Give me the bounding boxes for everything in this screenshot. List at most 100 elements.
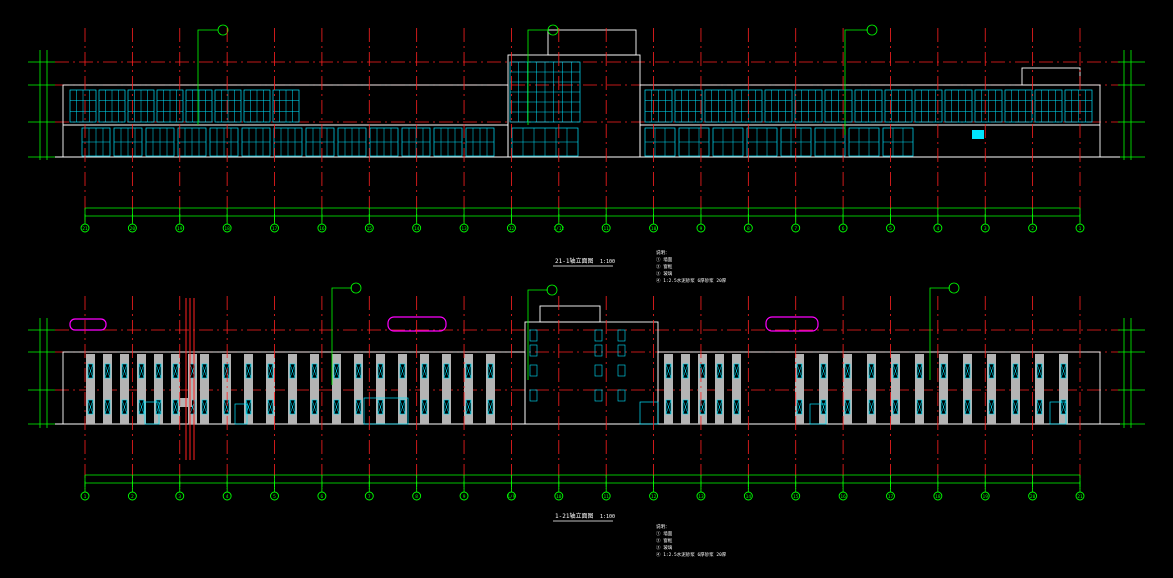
note-line: ① 墙面 xyxy=(656,530,673,537)
grid-axis-label: 14 xyxy=(746,494,752,500)
grid-axis-label: 12 xyxy=(509,226,515,232)
grid-axis-17: 17 xyxy=(270,28,279,233)
grid-axis-label: 16 xyxy=(840,494,846,500)
grid-axis-13: 13 xyxy=(459,28,469,233)
grid-axis-3: 3 xyxy=(980,28,990,233)
grid-axis-label: 20 xyxy=(1030,494,1036,500)
grid-axis-12: 12 xyxy=(506,28,516,233)
grid-axis-label: 8 xyxy=(747,226,750,232)
grid-axis-16: 16 xyxy=(838,296,848,501)
grid-axis-20: 20 xyxy=(127,28,137,233)
grid-axis-15: 15 xyxy=(364,28,374,233)
grid-axis-6: 6 xyxy=(317,296,327,501)
note-line: 说明： xyxy=(656,249,670,256)
grid-axis-label: 10 xyxy=(556,494,562,500)
grid-axis-14: 14 xyxy=(743,296,753,501)
grid-axis-label: 21 xyxy=(1077,494,1083,500)
grid-axis-1: 1 xyxy=(80,296,90,501)
grid-axis-label: 14 xyxy=(414,226,420,232)
notes-bottom: 说明：① 墙面② 窗框③ 玻璃④ 1:2.5水泥砂浆 6厚砂浆 20厚 xyxy=(656,523,727,558)
note-line: ① 墙面 xyxy=(656,256,673,263)
grid-axis-7: 7 xyxy=(791,28,801,233)
grid-axis-label: 8 xyxy=(415,494,418,500)
grid-axis-19: 19 xyxy=(175,28,185,233)
leaders-bottom xyxy=(331,282,960,385)
grid-axis-label: 12 xyxy=(651,494,657,500)
grid-axis-18: 18 xyxy=(933,296,943,501)
dimension-line-bottom xyxy=(85,474,1080,484)
grid-axis-21: 21 xyxy=(1075,296,1085,501)
note-line: ② 窗框 xyxy=(656,537,673,544)
expansion-joints-bottom xyxy=(185,298,195,460)
grid-axis-13: 13 xyxy=(696,296,706,501)
grid-axis-11: 11 xyxy=(601,296,611,501)
grid-axis-label: 6 xyxy=(321,494,324,500)
grid-axis-11: 11 xyxy=(601,28,611,233)
grid-axis-label: 5 xyxy=(273,494,276,500)
grid-axis-17: 17 xyxy=(886,296,895,501)
grid-axis-12: 12 xyxy=(649,296,659,501)
note-line: ④ 1:2.5水泥砂浆 6厚砂浆 20厚 xyxy=(656,277,727,284)
grid-axis-label: 2 xyxy=(1031,226,1034,232)
grid-axis-4: 4 xyxy=(222,296,232,501)
grid-axis-label: 19 xyxy=(983,494,989,500)
note-line: ② 窗框 xyxy=(656,263,673,270)
grid-axis-1: 1 xyxy=(1075,28,1085,233)
grid-axis-2: 2 xyxy=(127,296,137,501)
grid-axis-7: 7 xyxy=(364,296,374,501)
grid-axis-18: 18 xyxy=(222,28,232,233)
grid-axis-label: 7 xyxy=(368,494,371,500)
drawing-scale-top: 1:100 xyxy=(600,259,615,265)
grid-axis-label: 18 xyxy=(224,226,230,232)
grid-axis-label: 1/9 xyxy=(507,494,515,500)
grid-axis-label: 17 xyxy=(272,226,278,232)
grid-axis-6: 6 xyxy=(838,28,848,233)
grid-axis-label: 13 xyxy=(461,226,467,232)
grid-axis-9: 9 xyxy=(696,28,706,233)
grid-axis-label: 1 xyxy=(1079,226,1082,232)
grid-axis-2: 2 xyxy=(1028,28,1038,233)
grid-axis-label: 15 xyxy=(793,494,799,500)
grid-axis-label: 10 xyxy=(651,226,657,232)
grid-axis-5: 5 xyxy=(270,296,279,501)
grid-axis-20: 20 xyxy=(1028,296,1038,501)
note-line: ④ 1:2.5水泥砂浆 6厚砂浆 20厚 xyxy=(656,551,727,558)
grid-axis-10: 10 xyxy=(649,28,659,233)
grid-axis-label: 21 xyxy=(82,226,88,232)
grid-axis-19: 19 xyxy=(980,296,990,501)
note-line: ③ 玻璃 xyxy=(656,544,673,551)
grid-axis-label: 1 xyxy=(84,494,87,500)
grid-axis-21: 21 xyxy=(80,28,90,233)
grid-axis-16: 16 xyxy=(317,28,327,233)
grid-axis-label: 9 xyxy=(463,494,466,500)
grid-axis-4: 4 xyxy=(933,28,943,233)
grid-axis-label: 4 xyxy=(226,494,229,500)
grid-axis-5: 5 xyxy=(886,28,895,233)
glazing-top xyxy=(69,61,1093,157)
building-outline-top xyxy=(55,29,1120,158)
grid-axis-label: 17 xyxy=(888,494,894,500)
note-line: ③ 玻璃 xyxy=(656,270,673,277)
grid-axis-label: 16 xyxy=(319,226,325,232)
dimension-line-top xyxy=(85,207,1080,217)
grid-axis-label: 9 xyxy=(700,226,703,232)
leaders-top xyxy=(197,24,878,135)
grid-axis-label: 7 xyxy=(794,226,797,232)
grid-axis-label: 13 xyxy=(698,494,704,500)
grid-axis-label: 5 xyxy=(889,226,892,232)
grid-axis-label: 3 xyxy=(984,226,987,232)
facade-panels-bottom xyxy=(86,329,1068,425)
grid-axis-label: 1/12 xyxy=(553,226,564,232)
grid-axis-label: 6 xyxy=(842,226,845,232)
grid-axis-label: 15 xyxy=(367,226,373,232)
grid-axis-label: 3 xyxy=(178,494,181,500)
level-markers-top xyxy=(28,50,1145,160)
grid-axis-label: 11 xyxy=(603,226,609,232)
grid-axis-label: 18 xyxy=(935,494,941,500)
grid-axis-1-9: 1/9 xyxy=(506,296,516,501)
grid-axis-14: 14 xyxy=(412,28,422,233)
